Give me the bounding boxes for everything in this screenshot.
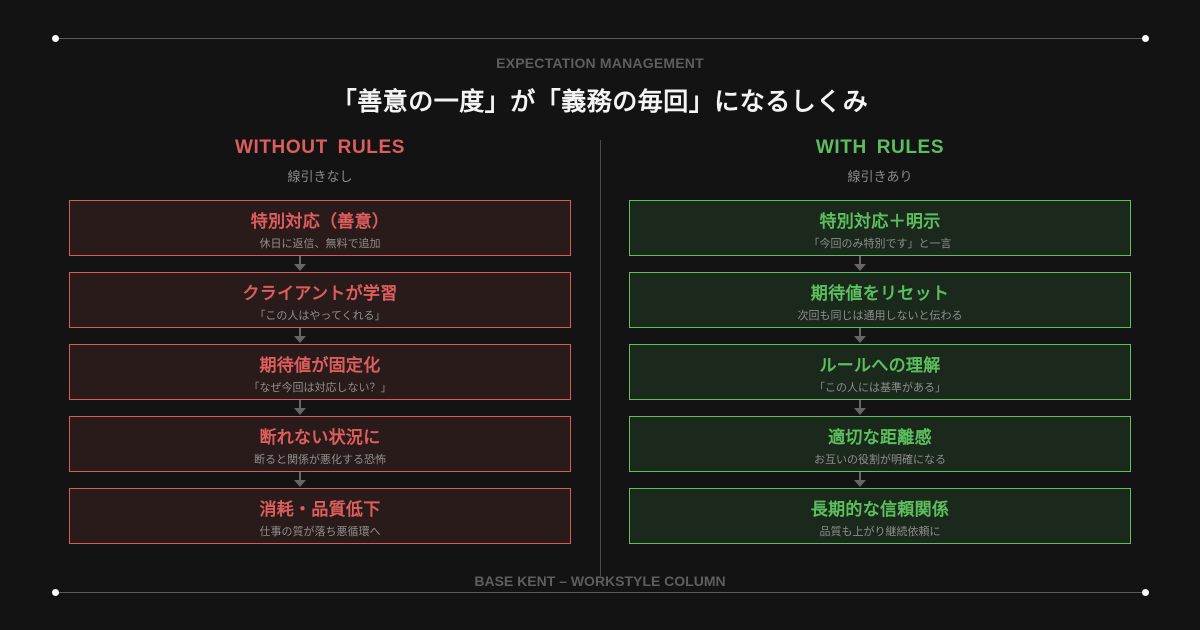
step-title: 消耗・品質低下	[259, 500, 381, 520]
bottom-left-dot	[52, 589, 59, 596]
step-title: クライアントが学習	[242, 284, 398, 304]
flow-step: 特別対応（善意） 休日に返信、無料で追加	[69, 200, 571, 256]
bottom-right-dot	[1142, 589, 1149, 596]
column-heading: WITH RULES	[815, 137, 945, 158]
top-rule-line	[55, 38, 1145, 39]
top-right-dot	[1142, 35, 1149, 42]
step-title: 長期的な信頼関係	[810, 500, 950, 520]
arrow-down-icon	[293, 256, 307, 272]
arrow-down-icon	[853, 328, 867, 344]
step-description: 休日に返信、無料で追加	[259, 237, 381, 250]
arrow-down-icon	[293, 472, 307, 488]
step-description: 「この人には基準がある」	[814, 381, 946, 394]
arrow-down-icon	[853, 400, 867, 416]
step-description: 仕事の質が落ち悪循環へ	[259, 525, 381, 538]
page-title: 「善意の一度」が「義務の毎回」になるしくみ	[331, 87, 869, 116]
bottom-rule-line	[55, 592, 1145, 593]
arrow-down-icon	[853, 256, 867, 272]
step-title: 特別対応（善意）	[250, 212, 390, 232]
flow-step: 期待値をリセット 次回も同じは通用しないと伝わる	[629, 272, 1131, 328]
column-heading: WITHOUT RULES	[234, 137, 406, 158]
step-description: 「今回のみ特別です」と一言	[808, 237, 952, 250]
step-title: 断れない状況に	[259, 428, 381, 448]
step-title: 期待値が固定化	[259, 356, 381, 376]
step-description: 断ると関係が悪化する恐怖	[254, 453, 386, 466]
step-description: 品質も上がり継続依頼に	[819, 525, 941, 538]
arrow-down-icon	[293, 328, 307, 344]
step-description: 次回も同じは通用しないと伝わる	[797, 309, 963, 322]
arrow-down-icon	[853, 472, 867, 488]
step-title: 期待値をリセット	[810, 284, 950, 304]
flow-step: 適切な距離感 お互いの役割が明確になる	[629, 416, 1131, 472]
step-description: 「なぜ今回は対応しない？」	[248, 381, 392, 394]
flow-step: クライアントが学習 「この人はやってくれる」	[69, 272, 571, 328]
arrow-down-icon	[293, 400, 307, 416]
step-title: 適切な距離感	[828, 428, 932, 448]
flow-step: ルールへの理解 「この人には基準がある」	[629, 344, 1131, 400]
center-divider	[600, 140, 601, 576]
flow-step: 特別対応＋明示 「今回のみ特別です」と一言	[629, 200, 1131, 256]
column-subheading: 線引きなし	[287, 170, 353, 185]
step-title: ルールへの理解	[819, 356, 941, 376]
step-description: お互いの役割が明確になる	[814, 453, 946, 466]
flow-step: 長期的な信頼関係 品質も上がり継続依頼に	[629, 488, 1131, 544]
footer-credit: BASE KENT – WORKSTYLE COLUMN	[474, 573, 726, 589]
step-title: 特別対応＋明示	[819, 212, 941, 232]
flow-step: 期待値が固定化 「なぜ今回は対応しない？」	[69, 344, 571, 400]
eyebrow-label: EXPECTATION MANAGEMENT	[496, 55, 704, 71]
step-description: 「この人はやってくれる」	[254, 309, 386, 322]
flow-step: 消耗・品質低下 仕事の質が落ち悪循環へ	[69, 488, 571, 544]
top-left-dot	[52, 35, 59, 42]
flow-step: 断れない状況に 断ると関係が悪化する恐怖	[69, 416, 571, 472]
column-subheading: 線引きあり	[847, 170, 913, 185]
